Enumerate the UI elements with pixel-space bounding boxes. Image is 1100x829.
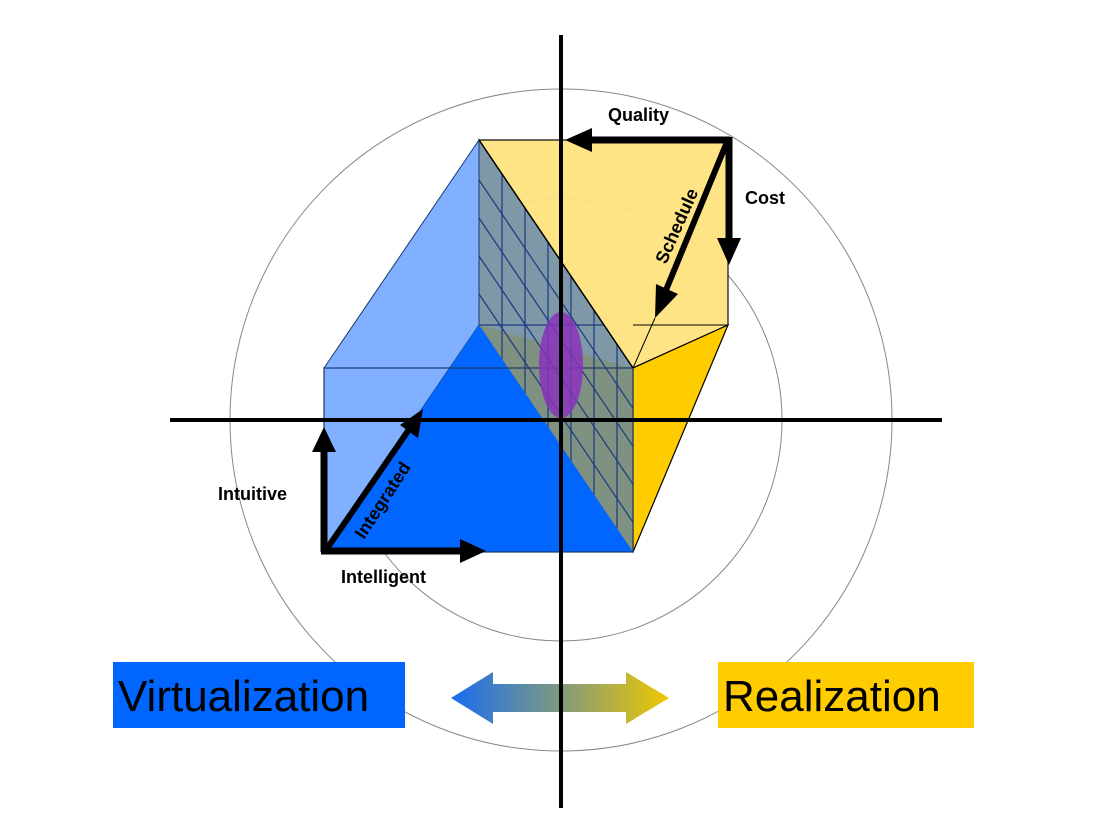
intuitive-arrow [312,427,336,552]
blue-front-triangle [324,325,633,552]
realization-box [718,662,974,728]
cost-arrow [717,137,741,265]
virtualization-box [113,662,405,728]
schedule-arrow [655,140,730,318]
intelligent-label: Intelligent [341,567,426,587]
intuitive-label: Intuitive [218,484,287,504]
virtualization-label: Virtualization [118,672,369,721]
intelligent-arrow [321,539,486,563]
integrated-arrow [323,409,423,552]
quality-arrow [565,128,730,152]
quality-label: Quality [608,105,669,125]
cost-label: Cost [745,188,785,208]
diagonal-edge [478,139,634,369]
schedule-extension [632,317,656,369]
realization-label: Realization [723,672,941,721]
